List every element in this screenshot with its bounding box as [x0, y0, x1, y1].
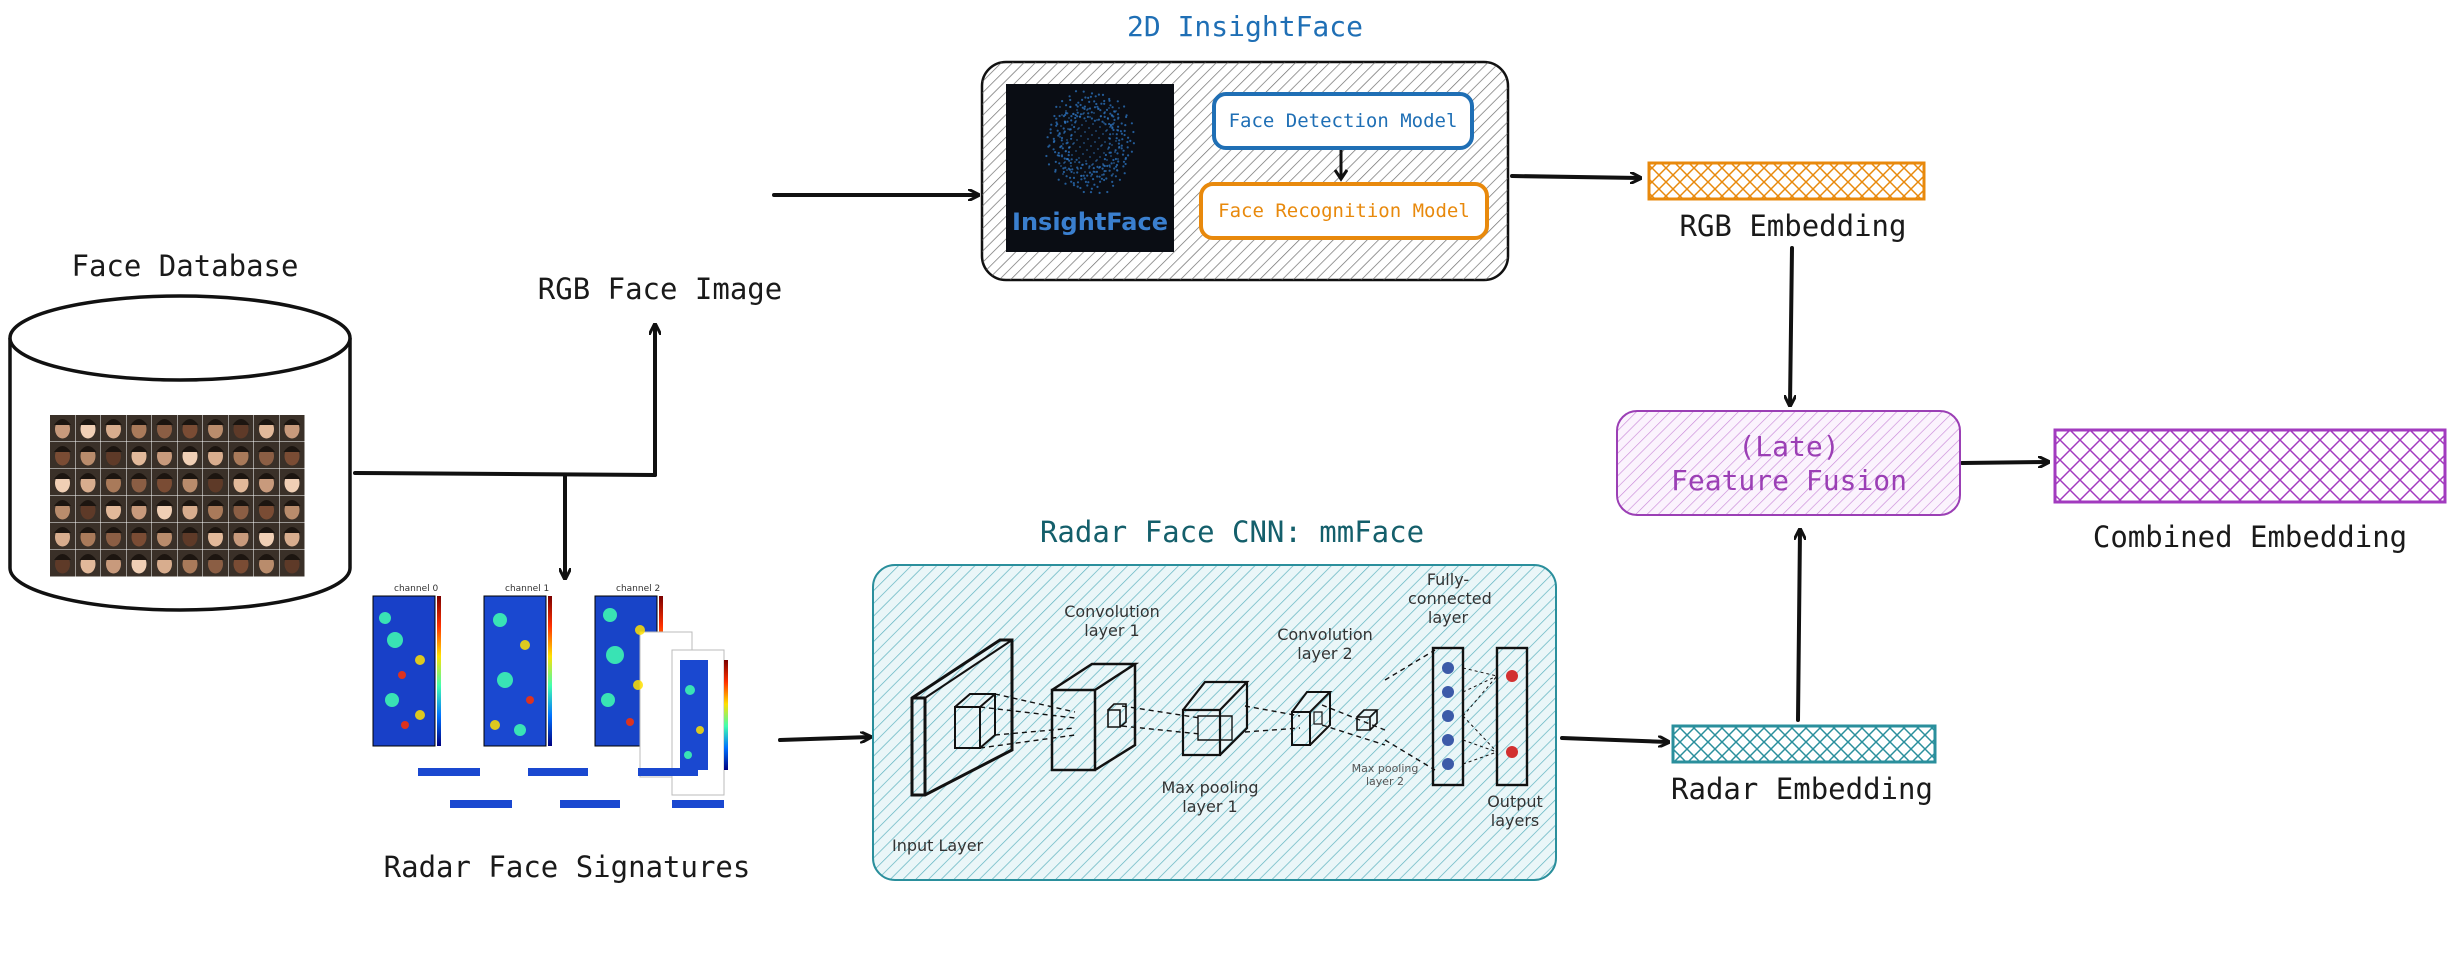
rgb-embedding-bar	[1647, 161, 1926, 201]
feature-fusion-box	[1616, 410, 1961, 516]
rgb-embedding-label: RGB Embedding	[1679, 209, 1907, 243]
cnn-to-radar-embedding-arrow	[1560, 738, 1668, 742]
db-to-split-line	[353, 471, 657, 477]
cnn-maxpool1-label: Max pooling layer 1	[1161, 778, 1259, 816]
connectors	[353, 176, 2048, 742]
fusion-to-combined-arrow	[1960, 462, 2048, 463]
detection-to-recognition-arrow	[1334, 150, 1348, 182]
cnn-input-layer-label: Input Layer	[892, 836, 984, 855]
radar-cnn-box	[872, 564, 1557, 881]
combined-embedding-label: Combined Embedding	[2092, 520, 2408, 554]
insightface-title: 2D InsightFace	[1126, 10, 1364, 43]
cnn-conv2-label: Convolution layer 2	[1277, 625, 1373, 663]
rgb-face-image-label: RGB Face Image	[537, 272, 783, 306]
cnn-maxpool2-label: Max pooling layer 2	[1351, 762, 1419, 788]
radar-colorbar-0	[437, 596, 441, 746]
radar-embedding-label: Radar Embedding	[1671, 772, 1933, 806]
combined-embedding-bar	[2053, 428, 2447, 504]
fusion-label-line2: Feature Fusion	[1670, 464, 1908, 497]
cnn-output-label: Output layers	[1487, 792, 1543, 830]
face-photo-grid	[50, 415, 305, 577]
insightface-head-graphic	[1045, 90, 1135, 194]
cnn-fc-label: Fully-connected layer	[1408, 570, 1492, 627]
face-database-label: Face Database	[71, 249, 299, 283]
radar-heat-spots	[379, 608, 704, 759]
cnn-conv1-label: Convolution layer 1	[1064, 602, 1160, 640]
channel-1-title: channel 1	[505, 584, 550, 594]
radar-face-signatures	[372, 595, 728, 808]
channel-0-title: channel 0	[394, 584, 439, 594]
face-detection-model-box: Face Detection Model	[1212, 92, 1474, 150]
insightface-logo-text: InsightFace	[1012, 208, 1168, 236]
fusion-label-line1: (Late)	[1738, 430, 1840, 463]
rgb-embedding-to-fusion-arrow	[1790, 246, 1792, 405]
radar-colorbar-1	[548, 596, 552, 746]
radar-cnn-title: Radar Face CNN: mmFace	[1039, 515, 1425, 549]
insightface-logo-panel	[1006, 84, 1174, 252]
radar-face-signatures-label: Radar Face Signatures	[383, 850, 751, 884]
channel-2-title: channel 2	[616, 584, 661, 594]
radar-heatmap-back-1	[680, 660, 708, 770]
radar-colorbar-back	[724, 660, 728, 770]
output-layer-box	[1495, 646, 1529, 787]
radar-embedding-to-fusion-arrow	[1798, 530, 1800, 722]
insightface-to-rgb-embedding-arrow	[1510, 176, 1640, 178]
face-recognition-model-box: Face Recognition Model	[1199, 182, 1489, 240]
radar-embedding-bar	[1671, 724, 1937, 764]
radar-to-cnn-arrow	[778, 737, 870, 740]
